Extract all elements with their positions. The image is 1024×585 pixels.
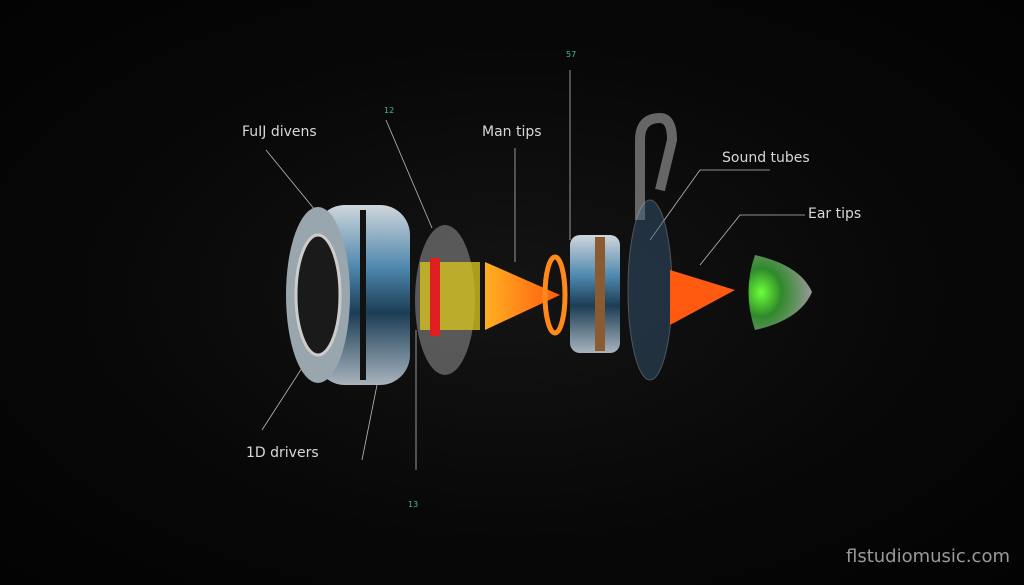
number-13: 13	[408, 500, 419, 509]
orange-ring	[542, 254, 568, 336]
label-main-tips: Man tips	[482, 124, 542, 140]
leader-lines	[261, 70, 805, 470]
label-full-drivers: FuIJ divens	[242, 124, 317, 140]
coil	[420, 262, 480, 330]
red-ring	[430, 258, 440, 336]
driver-housing	[286, 205, 410, 385]
orange-ear-tip	[670, 270, 735, 325]
watermark: flstudiomusic.com	[845, 546, 1010, 567]
green-ear-tip	[748, 255, 812, 330]
sound-tube-disc	[627, 199, 673, 381]
number-57: 57	[566, 50, 577, 59]
label-1d-drivers: 1D drivers	[246, 445, 319, 461]
sound-cone	[485, 262, 560, 330]
ear-hook	[635, 112, 678, 220]
label-ear-tips: Ear tips	[808, 206, 862, 222]
number-12: 12	[384, 106, 395, 115]
label-sound-tubes: Sound tubes	[722, 150, 810, 166]
